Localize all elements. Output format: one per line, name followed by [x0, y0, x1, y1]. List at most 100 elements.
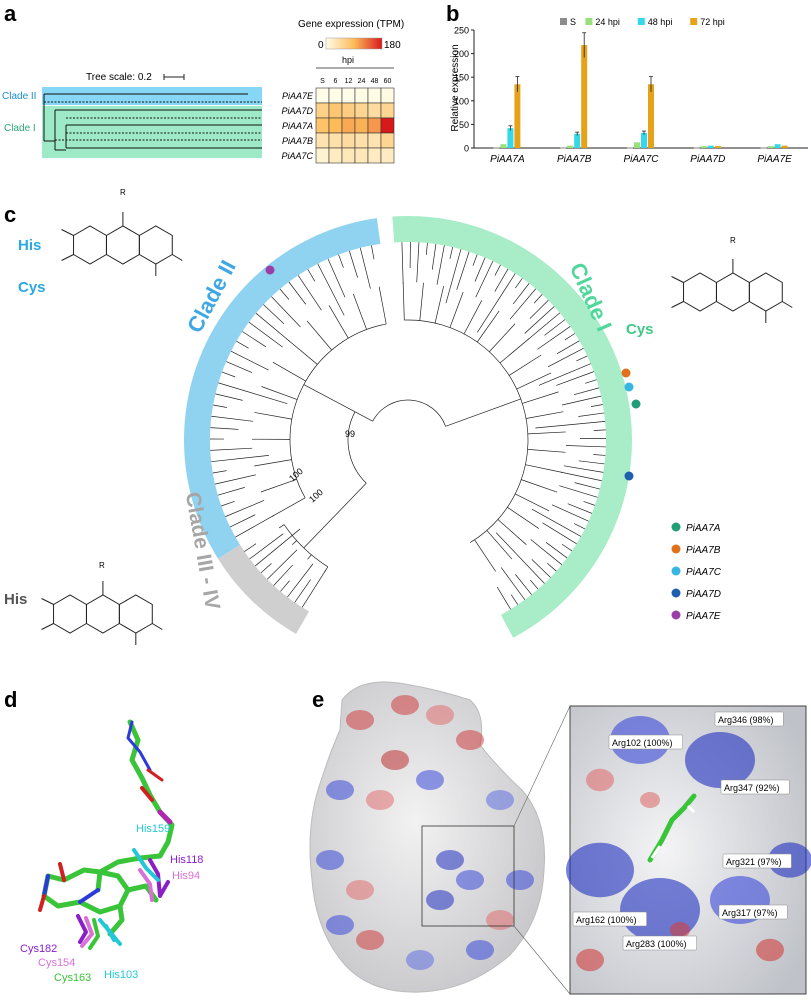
tree-leaf-branch: [267, 550, 297, 580]
tree-leaf-branch: [593, 455, 605, 456]
tree-leaf-branch: [579, 461, 605, 464]
bar: [775, 144, 781, 148]
tree-internal-branch: [272, 498, 305, 517]
y-tick-label: 50: [459, 120, 469, 130]
legend-gene-label: PiAA7C: [686, 567, 722, 578]
tree-leaf-branch: [501, 568, 525, 600]
cys-label-clade1: Cys: [626, 321, 654, 338]
flavin-structure-cys: [672, 259, 793, 323]
tree-backbone: [446, 399, 521, 426]
heatmap-row-label: PiAA7B: [282, 136, 313, 146]
clade2-label: Clade II: [2, 91, 36, 102]
tree-leaf-branch: [249, 322, 283, 347]
flavin-structure-his-cys: [62, 212, 183, 276]
heatmap-cell: [342, 103, 355, 118]
flavin-substituent-bond: [62, 255, 74, 261]
bar: [514, 84, 520, 148]
tree-internal-branch: [353, 294, 366, 330]
heatmap-cell: [329, 133, 342, 148]
panel-a: Tree scale: 0.2 Clade II Clade I Gene ex…: [2, 19, 404, 163]
tree-leaf-branch: [574, 388, 599, 395]
tree-leaf-branch: [561, 472, 602, 481]
heatmap-cell: [381, 148, 394, 163]
legend-label: S: [570, 17, 576, 27]
heatmap-cell: [316, 133, 329, 148]
tree-leaf-branch: [568, 504, 592, 514]
tree-leaf-branch: [231, 351, 269, 370]
flavin-ring: [106, 226, 139, 264]
legend-colorbar: [326, 38, 382, 49]
tree-leaf-branch: [546, 542, 567, 557]
heatmap-cell: [316, 103, 329, 118]
heatmap-row-label: PiAA7C: [281, 151, 313, 161]
tree-internal-branch: [403, 282, 404, 320]
tree-leaf-branch: [543, 523, 577, 544]
bar: [567, 146, 573, 148]
zoom-line-bottom: [514, 926, 570, 994]
heatmap-cell: [342, 133, 355, 148]
charge-patch: [326, 915, 354, 935]
tree-leaf-branch: [530, 580, 538, 589]
y-tick-label: 200: [454, 49, 469, 59]
residue-his118: His118: [170, 854, 203, 866]
cys-label-clade2: Cys: [18, 279, 46, 296]
charge-patch: [486, 910, 514, 930]
charge-patch: [436, 850, 464, 870]
tree-leaf-branch: [210, 448, 252, 450]
tree-internal-branch: [464, 300, 482, 334]
residue-cys154: Cys154: [38, 957, 75, 969]
tree-leaf-branch: [511, 595, 518, 605]
charge-patch: [391, 695, 419, 715]
legend-swatch: [585, 18, 592, 25]
heatmap-cell: [355, 133, 368, 148]
tree-leaf-branch: [274, 565, 293, 586]
tree-leaf-branch: [497, 587, 510, 609]
legend-gene-label: PiAA7D: [686, 589, 721, 600]
legend-max: 180: [384, 40, 401, 51]
x-tick-label: PiAA7C: [623, 154, 659, 165]
tree-leaf-branch: [230, 515, 255, 527]
heatmap-col-label: 12: [345, 78, 353, 85]
flavin-ring: [86, 595, 119, 633]
panel-letter-b: b: [446, 1, 459, 26]
charge-patch: [366, 790, 394, 810]
bar: [493, 148, 499, 149]
tree-leaf-branch: [556, 372, 594, 386]
tree-internal-branch: [273, 362, 306, 381]
residue-label: Arg162 (100%): [576, 915, 637, 925]
tree-internal-branch: [528, 432, 566, 434]
tree-leaf-branch: [525, 306, 555, 333]
x-tick-label: PiAA7E: [757, 154, 792, 165]
flavin-substituent-bond: [42, 624, 54, 630]
r-label: R: [730, 236, 736, 245]
bar: [634, 142, 640, 148]
tree-scale-label: Tree scale: 0.2: [86, 72, 152, 83]
tree-leaf-branch: [210, 428, 238, 430]
marker-piaa7d: [625, 472, 634, 481]
bootstrap-99: 99: [345, 429, 355, 439]
legend-gene-label: PiAA7E: [686, 611, 721, 622]
heatmap-cell: [381, 118, 394, 133]
heatmap-cell: [368, 118, 381, 133]
tree-internal-branch: [500, 339, 529, 363]
heatmap-cell: [342, 118, 355, 133]
panel-b-bar-chart: Relative expression 050100150200250PiAA7…: [450, 17, 808, 165]
panel-letter-d: d: [4, 687, 17, 712]
tree-leaf-branch: [318, 264, 344, 316]
residue-his159: His159: [136, 823, 170, 835]
tree-leaf-branch: [476, 261, 493, 297]
tree-internal-branch: [308, 555, 312, 560]
tree-internal-branch: [521, 480, 557, 493]
tree-leaf-branch: [371, 245, 374, 259]
legend-swatch: [560, 18, 567, 25]
tree-backbone: [304, 385, 373, 422]
charge-patch: [406, 950, 434, 970]
tree-internal-branch: [515, 494, 549, 511]
heatmap-cell: [342, 88, 355, 103]
tree-internal-branch: [517, 373, 551, 389]
tree-leaf-branch: [576, 356, 587, 361]
heatmap-cells: [316, 88, 394, 163]
